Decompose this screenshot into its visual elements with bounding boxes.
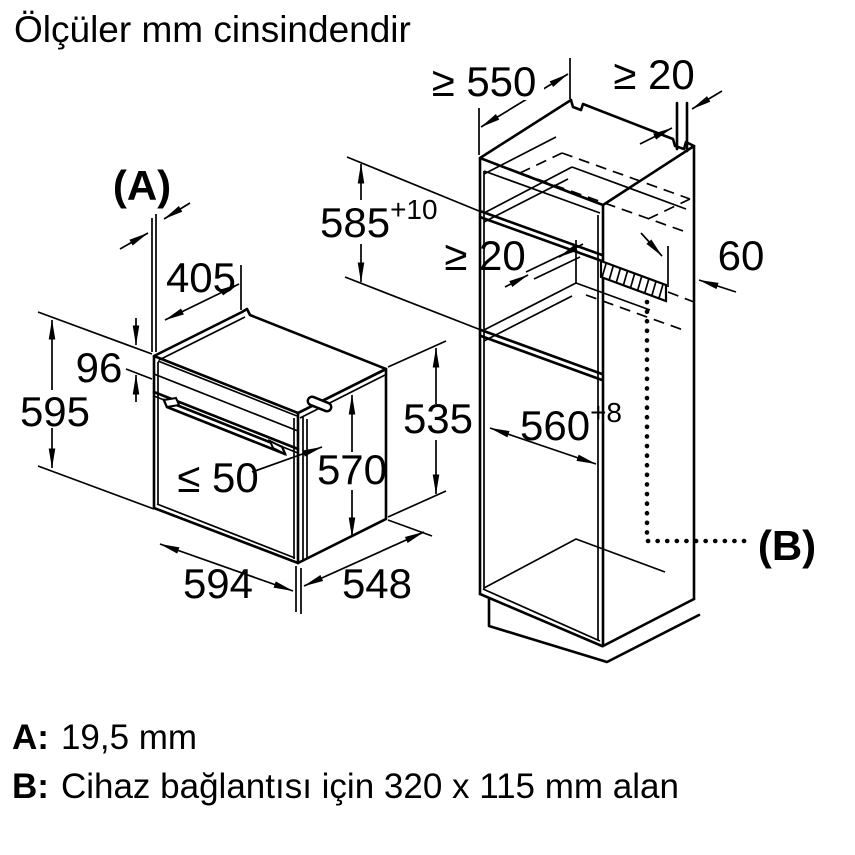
dim-oven-depth: 548 [342, 560, 412, 607]
cabinet-bottom-edge [478, 592, 604, 648]
page-title: Ölçüler mm cinsindendir [14, 9, 411, 50]
oven-door-handle [162, 396, 287, 457]
connection-locator-dotted-line [644, 299, 751, 544]
dim-cabinet-wall-gap: ≥ 20 [613, 51, 694, 98]
dim-oven-top-depth: 405 [166, 254, 236, 301]
dim-oven-width: 594 [183, 560, 253, 607]
legend: A:19,5 mm B:Cihaz bağlantısı için 320 x … [12, 718, 679, 806]
dim-cabinet-niche-width: 560+8 [520, 397, 622, 449]
dim-cabinet-niche-height: 585+10 [320, 194, 438, 246]
cabinet-upper-shelf [478, 209, 604, 257]
dim-oven-inner-height: 570 [317, 446, 387, 493]
dim-oven-door-protrusion: ≤ 50 [177, 454, 258, 501]
dim-oven-panel-height: 96 [76, 344, 123, 391]
oven-side-grip-icon [306, 395, 333, 413]
label-connection-area-b: (B) [758, 522, 816, 569]
oven-dimensions: (A) 405 96 595 ≤ 50 570 535 594 [20, 162, 473, 614]
oven-drawing [151, 214, 388, 565]
dim-oven-total-height: 595 [20, 388, 90, 435]
dim-cabinet-min-depth: ≥ 550 [432, 58, 537, 105]
cabinet-drawing [478, 98, 751, 664]
cabinet-top-face [478, 98, 696, 207]
legend-line-a: A:19,5 mm [12, 718, 197, 757]
dim-oven-rear-height: 535 [403, 395, 473, 442]
hidden-recess-edge [519, 172, 687, 233]
cabinet-dimensions: ≥ 550 ≥ 20 585+10 ≥ 20 60 560+8 (B) [320, 51, 816, 569]
cabinet-plinth [487, 597, 701, 664]
label-front-overhang-a: (A) [113, 162, 171, 209]
dim-cabinet-rear-gap: ≥ 20 [444, 232, 525, 279]
dim-cabinet-rear-recess: 60 [718, 232, 765, 279]
cabinet-niche-shelf [479, 328, 604, 376]
legend-line-b: B:Cihaz bağlantısı için 320 x 115 mm ala… [12, 767, 679, 806]
oven-front-face [152, 354, 300, 565]
